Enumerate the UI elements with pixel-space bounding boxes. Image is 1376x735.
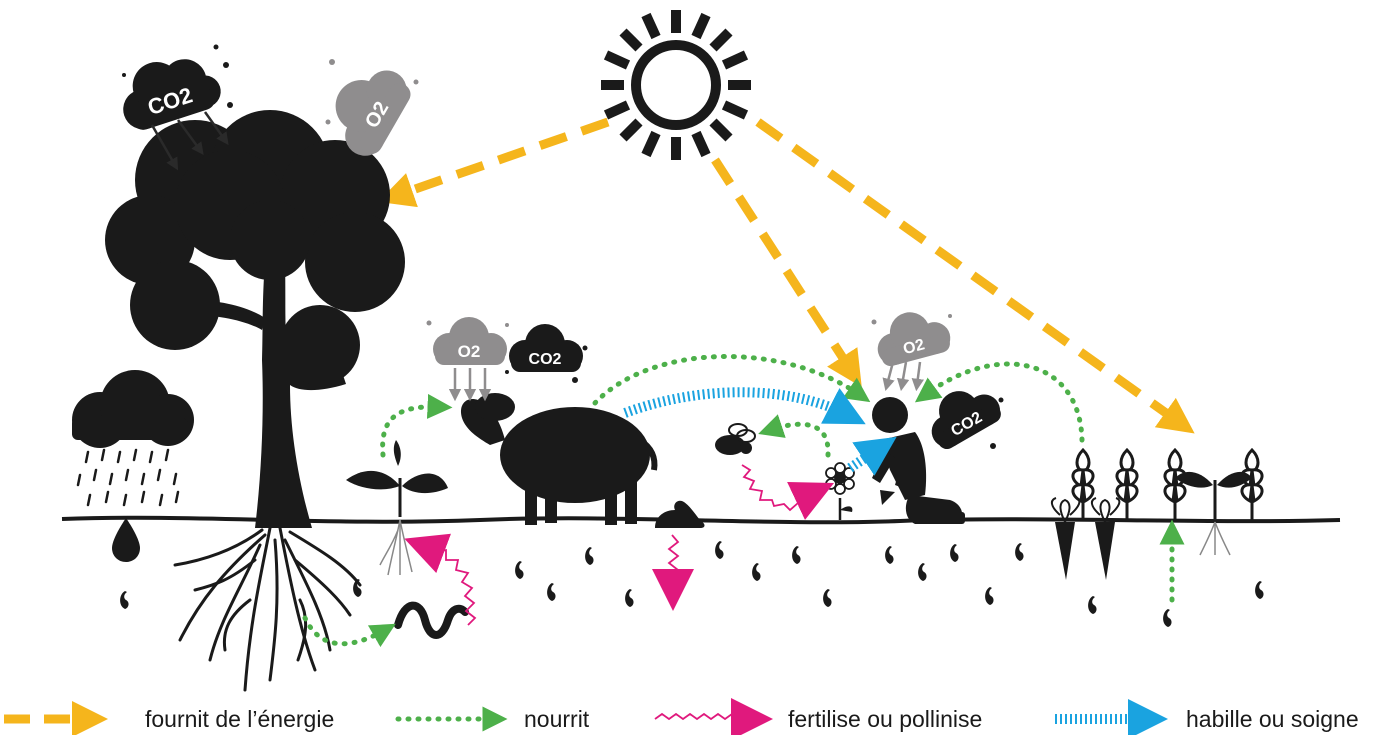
legend-fertilize-symbol <box>655 714 746 719</box>
legend-item-energy: fournit de l’énergie <box>133 703 334 735</box>
energy-arrow-to-tree <box>395 122 608 196</box>
o2-label: O2 <box>458 342 481 361</box>
co2-cloud-tree: CO2 <box>111 45 233 135</box>
rain-cloud-icon <box>72 370 194 448</box>
clothes-arrows <box>625 392 880 468</box>
carrot-icon <box>1052 498 1119 580</box>
bee-icon <box>715 424 755 455</box>
water-drop-icon <box>112 518 140 562</box>
energy-arrow-to-crops <box>758 122 1180 423</box>
co2-label: CO2 <box>529 351 562 368</box>
feeds-arrow-sheep-person <box>595 356 860 403</box>
feeds-arrow-roots-worm <box>305 618 385 644</box>
legend-label-fertilize: fertilise ou pollinise <box>788 706 982 733</box>
feeds-arrow-flower-bee <box>770 424 828 455</box>
crops <box>1052 450 1262 580</box>
feeds-arrows <box>305 356 1172 643</box>
dung-icon <box>655 501 705 528</box>
sprout-icon <box>346 440 448 575</box>
tree-roots <box>175 528 360 690</box>
legend-label-energy: fournit de l’énergie <box>145 706 334 733</box>
fertilize-arrow-dung-soil <box>669 535 678 576</box>
o2-cloud-human: O2 <box>870 303 954 369</box>
feeds-arrow-sprout-sheep <box>383 407 440 455</box>
sprout-icon <box>1175 472 1252 555</box>
co2-cloud-human: CO2 <box>918 375 1006 454</box>
worm-icon <box>398 606 465 635</box>
energy-arrows <box>395 122 1180 423</box>
o2-inhale-arrows-human <box>887 362 920 385</box>
legend-item-feeds: nourrit <box>512 703 589 735</box>
tree-icon <box>105 110 405 528</box>
co2-cloud-sheep: CO2 <box>505 324 588 383</box>
care-arrow-flower-person <box>850 448 880 468</box>
flower-icon <box>826 463 854 520</box>
legend-label-clothes: habille ou soigne <box>1186 706 1359 733</box>
energy-arrow-to-person <box>715 160 852 372</box>
legend-item-clothes: habille ou soigne <box>1174 703 1359 735</box>
rain-drops <box>78 450 178 505</box>
legend-item-fertilize: fertilise ou pollinise <box>776 703 982 735</box>
pollinate-arrow-bee-flower <box>742 465 798 510</box>
clothes-arrow-sheep-person <box>625 392 848 415</box>
legend-label-feeds: nourrit <box>524 706 589 733</box>
sun-icon <box>601 10 751 160</box>
o2-cloud-sheep: O2 <box>427 317 510 365</box>
o2-inhale-arrows <box>455 368 485 395</box>
